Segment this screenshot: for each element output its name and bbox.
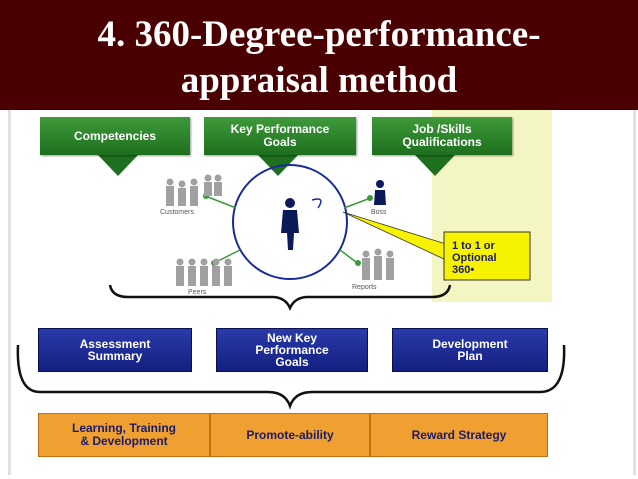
callout-line: 1 to 1 or	[452, 240, 495, 252]
boss-icon	[374, 180, 386, 205]
label-boss: Boss	[371, 209, 387, 216]
output-label: Summary	[87, 349, 143, 363]
arrow-icon	[98, 155, 138, 176]
input-label: Key Performance	[230, 122, 330, 136]
action-label: Promote-ability	[246, 427, 334, 442]
output-label: Development	[432, 337, 508, 351]
output-development-plan: Development Plan	[392, 328, 548, 372]
action-promote-ability: Promote-ability	[210, 413, 370, 457]
label-peers: Peers	[188, 289, 207, 296]
output-label: New Key	[266, 331, 318, 345]
output-label: Performance	[255, 343, 329, 357]
callout-pointer	[342, 211, 447, 261]
title-bar	[0, 0, 638, 110]
brace-raters	[108, 284, 452, 312]
action-label: Reward Strategy	[411, 427, 507, 442]
label-customers: Customers	[160, 209, 194, 216]
reports-icon	[362, 248, 394, 280]
circular-arrow-icon	[311, 198, 322, 209]
employee-icon	[281, 198, 299, 250]
input-label: Qualifications	[402, 135, 482, 149]
input-label: Competencies	[73, 128, 157, 143]
slide-title-line-1: 4. 360-Degree-performance-	[97, 14, 541, 55]
output-new-key-performance-goals: New Key Performance Goals	[216, 328, 368, 372]
brace-outputs	[16, 344, 566, 410]
callout-box	[443, 231, 531, 281]
slide-title-line-2: appraisal method	[180, 60, 458, 101]
input-competencies: Competencies	[40, 117, 190, 155]
action-learning-training-development: Learning, Training & Development	[38, 413, 210, 457]
input-label: Job /Skills	[412, 122, 472, 136]
action-label: & Development	[80, 434, 168, 448]
label-reports: Reports	[352, 284, 377, 291]
customers-icon	[166, 174, 222, 206]
output-label: Assessment	[79, 337, 151, 351]
output-assessment-summary: Assessment Summary	[38, 328, 192, 372]
arrow-icon	[415, 155, 455, 176]
peers-icon	[176, 258, 232, 286]
input-job-skills-qualifications: Job /Skills Qualifications	[372, 117, 512, 155]
callout-line: Optional	[452, 252, 497, 264]
input-label: Goals	[263, 135, 297, 149]
action-label: Learning, Training	[71, 421, 176, 435]
feedback-circle	[232, 164, 348, 280]
input-key-performance-goals: Key Performance Goals	[204, 117, 356, 155]
callout-text: 1 to 1 or Optional 360•	[452, 240, 522, 276]
output-label: Goals	[275, 355, 309, 369]
action-reward-strategy: Reward Strategy	[370, 413, 548, 457]
callout-line: 360•	[452, 264, 475, 276]
output-label: Plan	[457, 349, 483, 363]
